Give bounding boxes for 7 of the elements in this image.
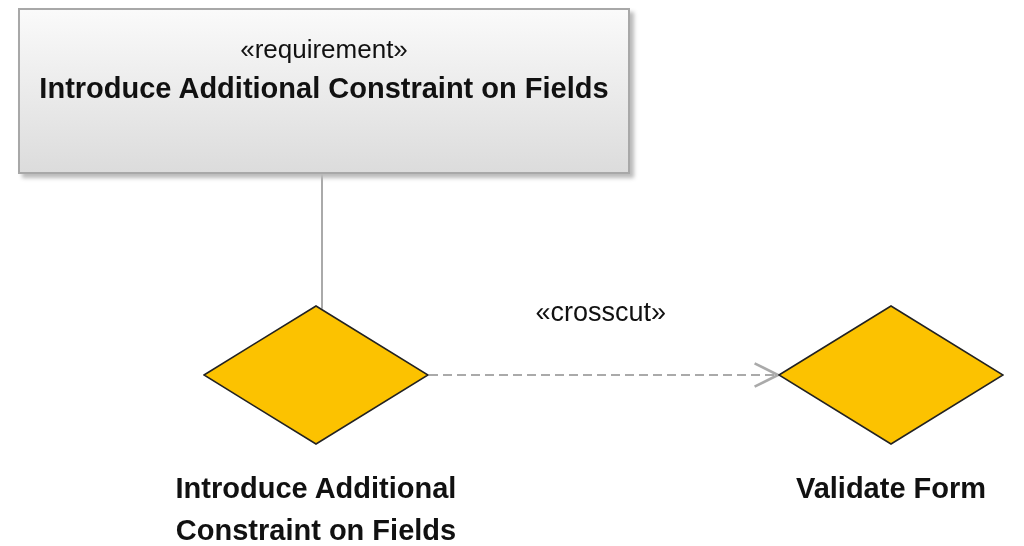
requirement-box [18, 8, 630, 174]
activity-label: Validate Form [794, 471, 988, 506]
stereotype-label: «requirement» [239, 34, 409, 65]
requirement-title: Introduce Additional Constraint on Fields [38, 71, 610, 106]
connector-line [321, 173, 323, 310]
dependency-arrow [428, 362, 780, 388]
activity-label: Introduce Additional Constraint on Fields [174, 471, 458, 546]
